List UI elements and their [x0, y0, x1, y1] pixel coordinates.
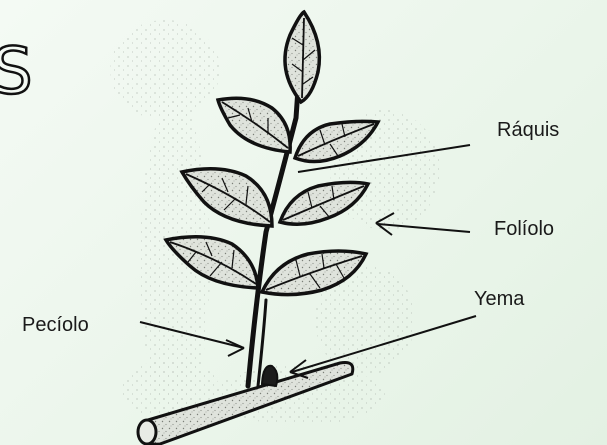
label-peciolo: Pecíolo — [22, 314, 89, 337]
leaflet-upper-left — [218, 98, 290, 152]
label-foliolo: Folíolo — [494, 218, 554, 241]
terminal-leaflet — [285, 12, 319, 102]
bud — [262, 366, 277, 386]
stipple-shading — [110, 20, 440, 425]
label-raquis: Ráquis — [497, 119, 559, 142]
label-yema: Yema — [474, 288, 524, 311]
